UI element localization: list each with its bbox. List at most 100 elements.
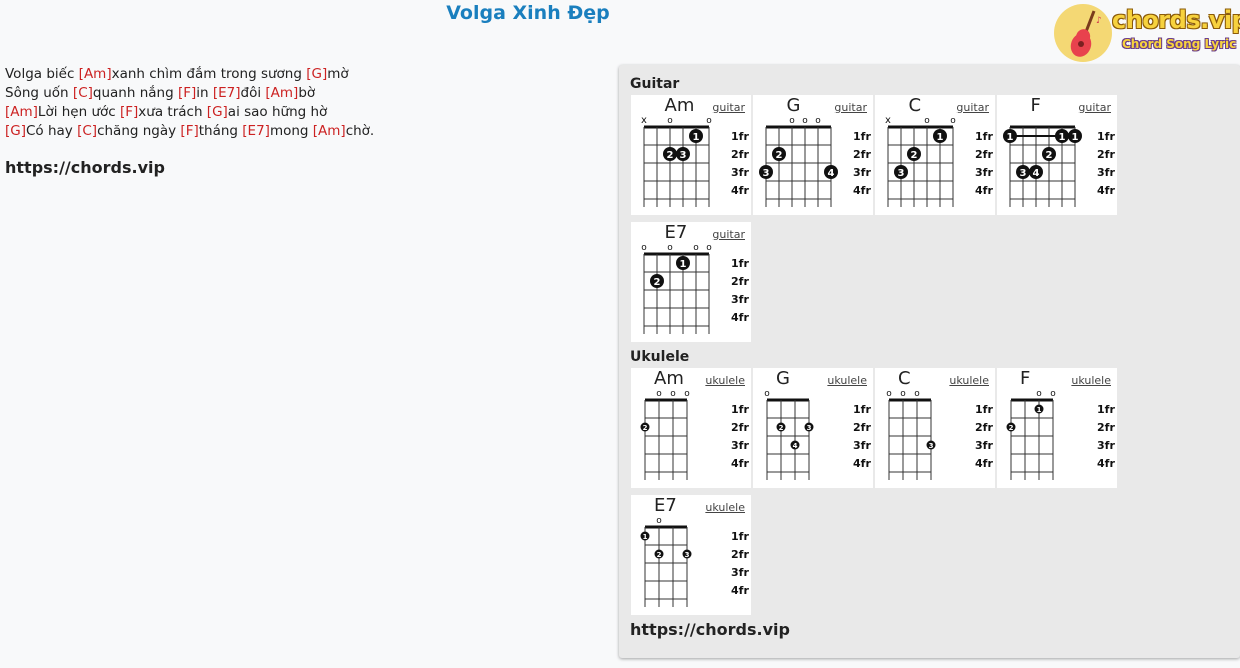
finger-number: 1 <box>643 533 648 541</box>
fret-label: 2fr <box>975 421 993 434</box>
finger-dot <box>676 256 690 270</box>
finger-dot <box>790 440 800 450</box>
chord-marker[interactable]: [E7] <box>242 123 270 139</box>
ukulele-instrument-link[interactable]: ukulele <box>1071 374 1111 387</box>
finger-number: 2 <box>667 150 674 161</box>
guitar-instrument-link[interactable]: guitar <box>712 228 745 241</box>
guitar-instrument-link[interactable]: guitar <box>956 101 989 114</box>
open-string-marker: o <box>684 389 690 399</box>
finger-dot <box>1034 404 1044 414</box>
open-string-marker: o <box>656 389 662 399</box>
guitar-instrument-link[interactable]: guitar <box>1078 101 1111 114</box>
chord-marker[interactable]: [Am] <box>5 104 38 120</box>
lyric-line: Sông uốn [C]quanh nắng [F]in [E7]đôi [Am… <box>5 84 374 103</box>
finger-dot <box>804 422 814 432</box>
finger-number: 4 <box>1033 168 1040 179</box>
finger-number: 4 <box>828 168 835 179</box>
finger-number: 2 <box>779 424 784 432</box>
finger-number: 2 <box>1046 150 1053 161</box>
site-url[interactable]: https://chords.vip <box>5 158 165 177</box>
chord-marker[interactable]: [F] <box>177 85 197 101</box>
panel-footer-url[interactable]: https://chords.vip <box>630 620 790 639</box>
lyric-text: mờ <box>327 66 349 82</box>
chord-marker[interactable]: [G] <box>206 104 228 120</box>
fret-label: 3fr <box>975 166 993 179</box>
guitar-instrument-link[interactable]: guitar <box>834 101 867 114</box>
chord-marker[interactable]: [Am] <box>312 123 346 139</box>
finger-number: 3 <box>929 442 934 450</box>
chord-marker[interactable]: [G] <box>306 66 328 82</box>
finger-number: 3 <box>1020 168 1027 179</box>
fret-label: 4fr <box>731 584 749 597</box>
finger-dot <box>776 422 786 432</box>
fret-label: 1fr <box>1097 130 1115 143</box>
open-string-marker: o <box>693 243 699 253</box>
chord-name: Am <box>654 368 684 389</box>
fret-label: 1fr <box>853 130 871 143</box>
muted-string-marker: x <box>641 115 647 126</box>
logo-wordmark: chords.vip <box>1112 6 1240 34</box>
fret-label: 3fr <box>1097 166 1115 179</box>
ukulele-instrument-link[interactable]: ukulele <box>705 374 745 387</box>
fret-label: 4fr <box>1097 457 1115 470</box>
fret-label: 2fr <box>731 548 749 561</box>
fret-label: 3fr <box>731 566 749 579</box>
open-string-marker: o <box>924 116 930 126</box>
ukulele-instrument-link[interactable]: ukulele <box>827 374 867 387</box>
open-string-marker: o <box>670 389 676 399</box>
fret-label: 3fr <box>731 166 749 179</box>
site-logo[interactable]: ♪ chords.vip Chord Song Lyric <box>1054 4 1240 62</box>
open-string-marker: o <box>641 243 647 253</box>
chord-marker[interactable]: [Am] <box>78 66 112 82</box>
fret-label: 1fr <box>731 130 749 143</box>
fret-label: 3fr <box>975 439 993 452</box>
fret-label: 1fr <box>975 130 993 143</box>
finger-number: 1 <box>693 132 700 143</box>
chord-marker[interactable]: [Am] <box>265 85 299 101</box>
lyric-text: Volga biếc <box>5 66 79 82</box>
lyric-text: Sông uốn <box>5 85 73 101</box>
finger-number: 1 <box>1059 132 1066 143</box>
guitar-instrument-link[interactable]: guitar <box>712 101 745 114</box>
fret-label: 2fr <box>731 275 749 288</box>
chord-marker[interactable]: [F] <box>180 123 199 139</box>
chord-marker[interactable]: [C] <box>77 123 98 139</box>
chord-marker[interactable]: [F] <box>119 104 139 120</box>
finger-number: 2 <box>776 150 783 161</box>
chord-name: E7 <box>654 495 677 516</box>
ukulele-instrument-link[interactable]: ukulele <box>705 501 745 514</box>
fret-label: 2fr <box>1097 148 1115 161</box>
open-string-marker: o <box>886 389 892 399</box>
lyrics-block: Volga biếc [Am]xanh chìm đắm trong sương… <box>5 65 374 141</box>
open-string-marker: o <box>1050 389 1056 399</box>
finger-number: 1 <box>1037 406 1042 414</box>
chord-marker[interactable]: [G] <box>5 123 26 139</box>
ukulele-instrument-link[interactable]: ukulele <box>949 374 989 387</box>
finger-dot <box>1003 129 1017 143</box>
finger-number: 2 <box>1009 424 1014 432</box>
open-string-marker: o <box>900 389 906 399</box>
finger-dot <box>772 147 786 161</box>
lyric-text: chờ. <box>345 123 375 139</box>
muted-string-marker: x <box>885 115 891 126</box>
fret-label: 1fr <box>1097 403 1115 416</box>
finger-dot <box>933 129 947 143</box>
chord-marker[interactable]: [C] <box>72 85 93 101</box>
chord-marker[interactable]: [E7] <box>212 85 241 101</box>
finger-number: 3 <box>898 168 905 179</box>
